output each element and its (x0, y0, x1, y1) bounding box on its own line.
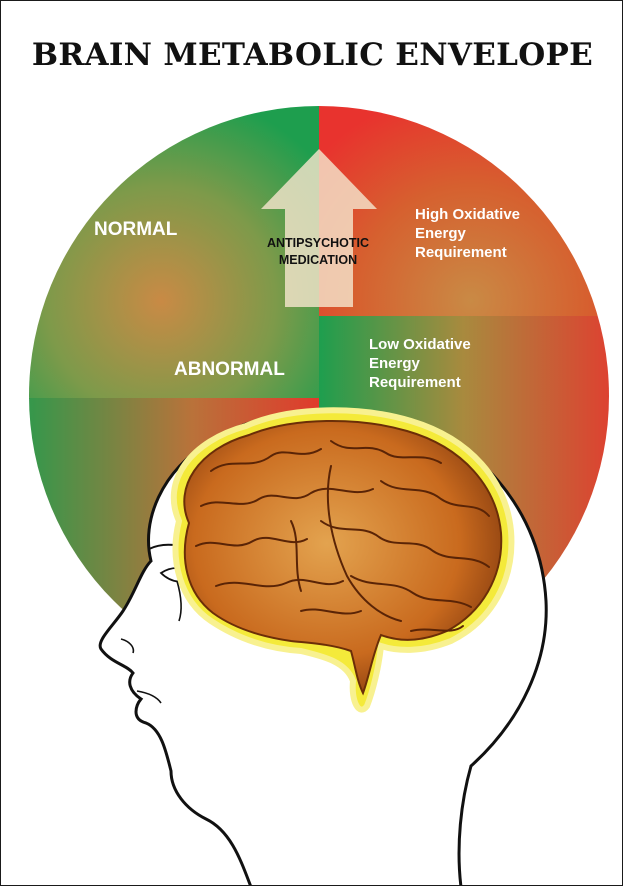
high-oxidative-line-3: Requirement (415, 243, 520, 262)
medication-line-1: ANTIPSYCHOTIC (254, 235, 382, 252)
high-oxidative-line-2: Energy (415, 224, 520, 243)
low-oxidative-line-3: Requirement (369, 373, 471, 392)
medication-line-2: MEDICATION (254, 252, 382, 269)
low-oxidative-line-1: Low Oxidative (369, 335, 471, 354)
high-oxidative-label: High Oxidative Energy Requirement (415, 205, 520, 262)
antipsychotic-medication-label: ANTIPSYCHOTIC MEDICATION (254, 235, 382, 269)
abnormal-label: ABNORMAL (174, 359, 285, 381)
low-oxidative-label: Low Oxidative Energy Requirement (369, 335, 471, 392)
low-oxidative-line-2: Energy (369, 354, 471, 373)
high-oxidative-line-1: High Oxidative (415, 205, 520, 224)
normal-label: NORMAL (94, 219, 177, 241)
